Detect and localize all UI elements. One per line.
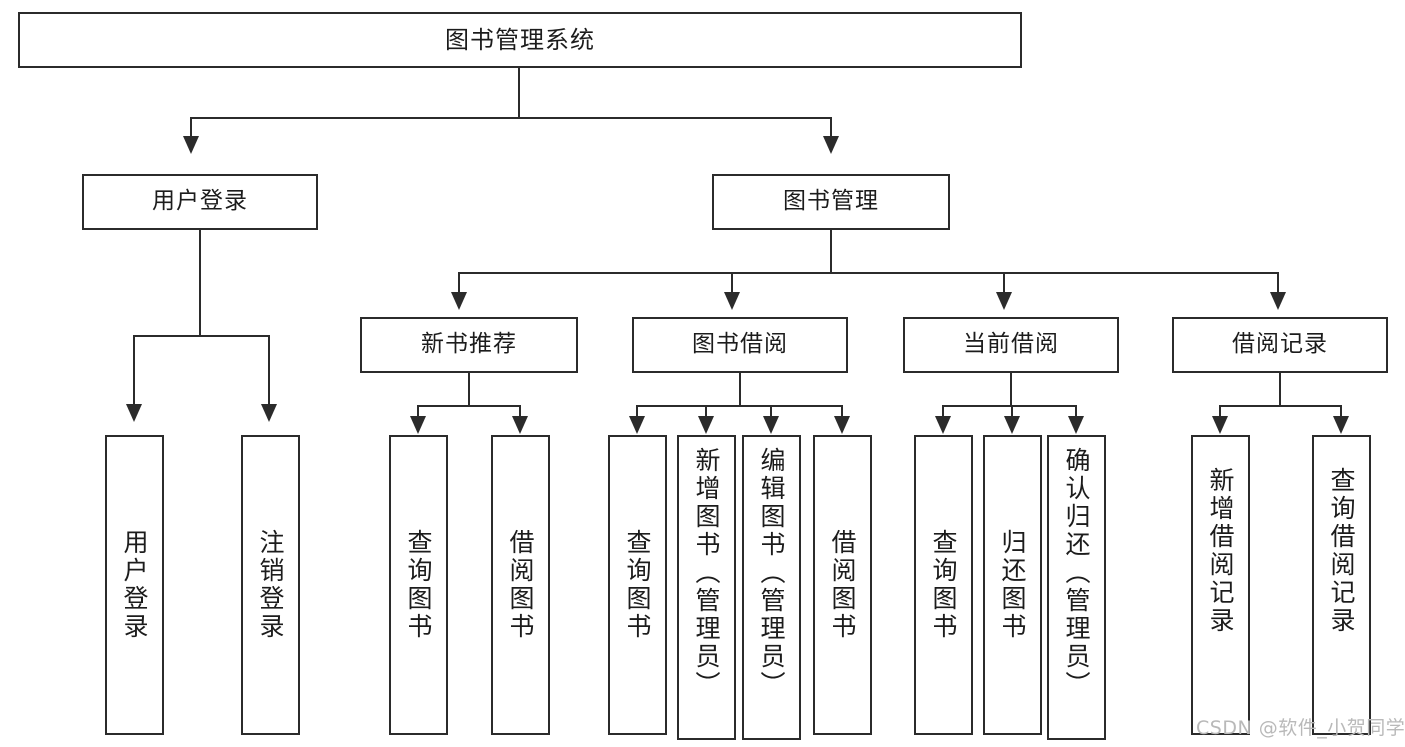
edge-drop-book-borrow [731, 272, 733, 295]
node-label: 用户登录 [120, 529, 149, 641]
edge-current-borrow-bus [942, 405, 1076, 407]
node-label: 图书管理 [783, 188, 879, 215]
edge-book-manage-stem [830, 230, 832, 273]
edge-drop-current-borrow [1003, 272, 1005, 295]
arrow-br-0 [1212, 416, 1228, 434]
arrow-bb-3 [834, 416, 850, 434]
leaf-current-borrow-1[interactable]: 归还图书 [983, 435, 1042, 735]
edge-new-book-bus [417, 405, 520, 407]
node-label: 借阅图书 [506, 529, 535, 641]
node-borrow-record[interactable]: 借阅记录 [1172, 317, 1388, 373]
arrow-nb-0 [410, 416, 426, 434]
edge-book-borrow-bus [636, 405, 842, 407]
edge-drop-cb-2 [1075, 405, 1077, 419]
edge-current-borrow-stem [1010, 373, 1012, 406]
node-label: 图书借阅 [692, 331, 788, 358]
node-label: 查询图书 [929, 529, 958, 641]
edge-level1-bus [190, 117, 832, 119]
edge-book-borrow-stem [739, 373, 741, 406]
edge-drop-br-0 [1219, 405, 1221, 419]
arrow-nb-1 [512, 416, 528, 434]
node-label: 编辑图书（管理员） [757, 447, 786, 699]
leaf-user-login-1[interactable]: 注销登录 [241, 435, 300, 735]
node-book-management[interactable]: 图书管理 [712, 174, 950, 230]
arrow-leaf-user-login-0 [126, 404, 142, 422]
edge-drop-cb-1 [1011, 405, 1013, 419]
leaf-borrow-record-0[interactable]: 新增借阅记录 [1191, 435, 1250, 735]
arrow-bb-0 [629, 416, 645, 434]
edge-drop-bb-0 [636, 405, 638, 419]
edge-borrow-record-stem [1279, 373, 1281, 406]
node-new-book-recommend[interactable]: 新书推荐 [360, 317, 578, 373]
leaf-new-book-0[interactable]: 查询图书 [389, 435, 448, 735]
node-label: 用户登录 [152, 188, 248, 215]
arrow-bb-1 [698, 416, 714, 434]
edge-drop-nb-0 [417, 405, 419, 419]
node-user-login[interactable]: 用户登录 [82, 174, 318, 230]
edge-user-login-bus [133, 335, 268, 337]
leaf-user-login-0[interactable]: 用户登录 [105, 435, 164, 735]
arrow-cb-2 [1068, 416, 1084, 434]
node-label: 借阅记录 [1232, 331, 1328, 358]
leaf-borrow-record-1[interactable]: 查询借阅记录 [1312, 435, 1371, 735]
node-book-borrow[interactable]: 图书借阅 [632, 317, 848, 373]
arrow-book-manage [823, 136, 839, 154]
arrow-borrow-record [1270, 292, 1286, 310]
edge-user-login-stem [199, 230, 201, 336]
edge-level2-bus [458, 272, 1279, 274]
arrow-cb-1 [1004, 416, 1020, 434]
edge-drop-book-manage [830, 117, 832, 139]
edge-drop-bb-1 [705, 405, 707, 419]
node-label: 确认归还（管理员） [1062, 447, 1091, 699]
edge-new-book-stem [468, 373, 470, 406]
edge-drop-nb-1 [519, 405, 521, 419]
arrow-br-1 [1333, 416, 1349, 434]
leaf-book-borrow-2[interactable]: 编辑图书（管理员） [742, 435, 801, 740]
node-label: 新增图书（管理员） [692, 447, 721, 699]
arrow-current-borrow [996, 292, 1012, 310]
edge-drop-br-1 [1340, 405, 1342, 419]
arrow-bb-2 [763, 416, 779, 434]
leaf-current-borrow-0[interactable]: 查询图书 [914, 435, 973, 735]
arrow-leaf-user-login-1 [261, 404, 277, 422]
node-label: 新增借阅记录 [1206, 467, 1235, 635]
edge-root-stem [518, 68, 520, 118]
edge-drop-borrow-record [1277, 272, 1279, 295]
edge-drop-bb-2 [770, 405, 772, 419]
csdn-watermark: CSDN @软件_小贺同学 [1196, 717, 1405, 739]
edge-drop-leaf-user-login-0 [133, 335, 135, 407]
edge-drop-user-login [190, 117, 192, 139]
arrow-cb-0 [935, 416, 951, 434]
node-label: 查询图书 [623, 529, 652, 641]
edge-drop-bb-3 [841, 405, 843, 419]
node-label: 查询图书 [404, 529, 433, 641]
node-label: 查询借阅记录 [1327, 467, 1356, 635]
edge-drop-new-book [458, 272, 460, 295]
arrow-book-borrow [724, 292, 740, 310]
leaf-book-borrow-0[interactable]: 查询图书 [608, 435, 667, 735]
edge-drop-cb-0 [942, 405, 944, 419]
node-label: 图书管理系统 [445, 25, 595, 54]
arrow-new-book [451, 292, 467, 310]
node-label: 注销登录 [256, 529, 285, 641]
leaf-book-borrow-3[interactable]: 借阅图书 [813, 435, 872, 735]
arrow-user-login [183, 136, 199, 154]
edge-drop-leaf-user-login-1 [268, 335, 270, 407]
node-current-borrow[interactable]: 当前借阅 [903, 317, 1119, 373]
node-label: 新书推荐 [421, 331, 517, 358]
node-label: 归还图书 [998, 529, 1027, 641]
node-label: 借阅图书 [828, 529, 857, 641]
leaf-book-borrow-1[interactable]: 新增图书（管理员） [677, 435, 736, 740]
edge-borrow-record-bus [1219, 405, 1341, 407]
node-root-system[interactable]: 图书管理系统 [18, 12, 1022, 68]
leaf-current-borrow-2[interactable]: 确认归还（管理员） [1047, 435, 1106, 740]
leaf-new-book-1[interactable]: 借阅图书 [491, 435, 550, 735]
node-label: 当前借阅 [963, 331, 1059, 358]
